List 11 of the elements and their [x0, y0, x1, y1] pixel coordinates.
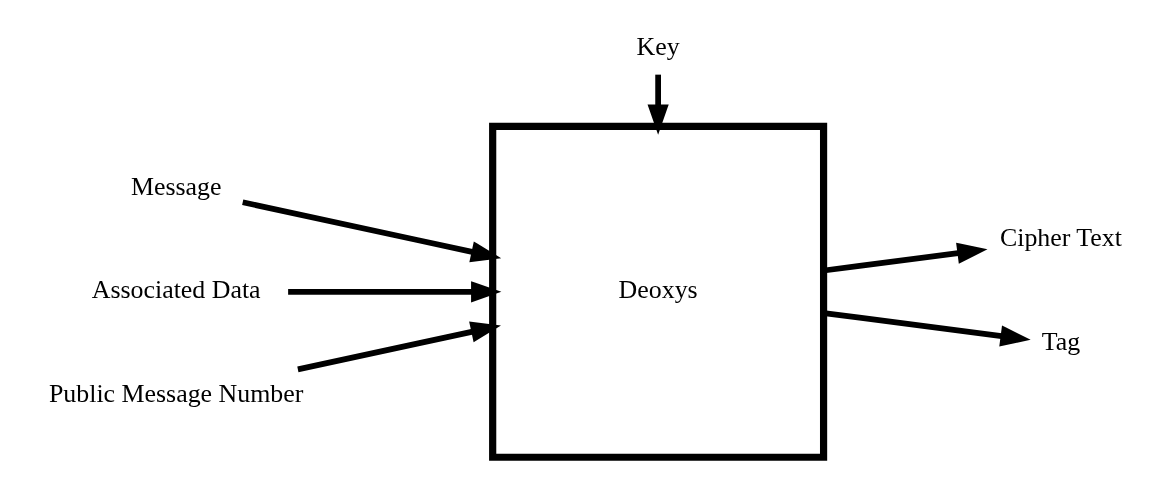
arrow — [288, 280, 502, 302]
arrow — [647, 74, 669, 135]
node-text: Public Message Number — [48, 378, 304, 408]
arrow — [297, 321, 501, 372]
node-text: Associated Data — [91, 274, 261, 304]
node-text: Message — [130, 171, 222, 201]
node-text: Cipher Text — [999, 222, 1122, 252]
node-box: Deoxys — [489, 122, 828, 461]
node-text: Tag — [1041, 326, 1081, 356]
node-text: Key — [636, 31, 680, 61]
arrow — [242, 199, 502, 262]
